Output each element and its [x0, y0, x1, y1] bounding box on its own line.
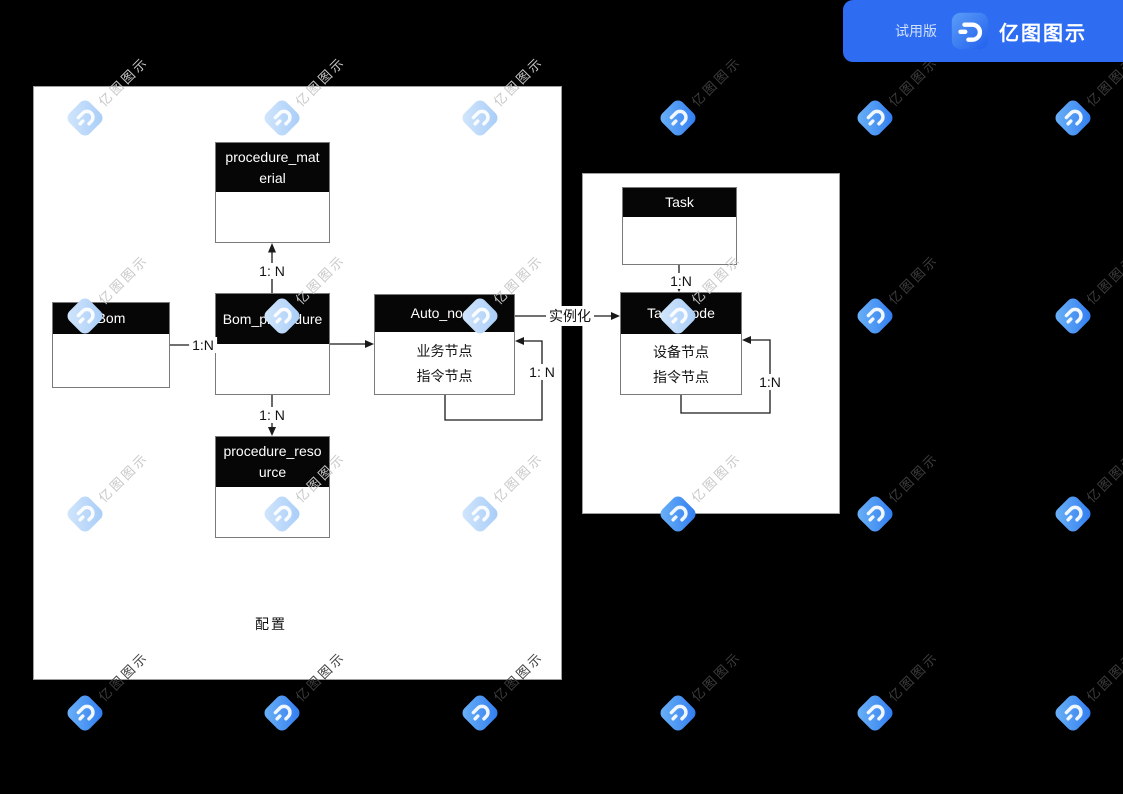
watermark-logo-icon — [1055, 100, 1091, 136]
entity-auto-node[interactable]: Auto_node 业务节点 指令节点 — [374, 294, 515, 395]
watermark-logo-icon — [1055, 496, 1091, 532]
watermark-text: 亿图图示 — [1083, 648, 1123, 705]
watermark: 亿图图示 — [1052, 245, 1123, 337]
attribute-line: 指令节点 — [416, 368, 473, 384]
watermark-logo-icon — [1055, 298, 1091, 334]
watermark-logo-icon — [857, 100, 893, 136]
entity-title: Bom_procedure — [216, 294, 329, 346]
attribute-line: 指令节点 — [653, 369, 709, 385]
entity-task-node[interactable]: Task_node 设备节点 指令节点 — [620, 292, 742, 395]
attribute-line: 业务节点 — [416, 343, 473, 359]
watermark-logo-icon — [462, 695, 498, 731]
watermark-text: 亿图图示 — [688, 53, 745, 110]
entity-attributes: 业务节点 指令节点 — [375, 334, 514, 394]
entity-attributes: 设备节点 指令节点 — [621, 336, 741, 394]
entity-title: Task_node — [621, 293, 741, 336]
watermark-logo-icon — [660, 100, 696, 136]
cardinality-label-resource: 1: N — [256, 407, 288, 423]
watermark-text: 亿图图示 — [1083, 449, 1123, 506]
watermark: 亿图图示 — [854, 245, 946, 337]
watermark-logo-icon — [67, 695, 103, 731]
watermark-text: 亿图图示 — [885, 251, 942, 308]
config-group-label: 配置 — [255, 616, 287, 632]
watermark: 亿图图示 — [854, 642, 946, 734]
watermark-logo-icon — [660, 695, 696, 731]
watermark: 亿图图示 — [1052, 642, 1123, 734]
entity-attributes — [216, 194, 329, 242]
instantiate-label: 实例化 — [546, 306, 594, 326]
watermark-logo-icon — [264, 695, 300, 731]
entity-procedure-resource[interactable]: procedure_resource — [215, 436, 330, 538]
entity-bom[interactable]: Bom — [52, 302, 170, 388]
watermark-text: 亿图图示 — [885, 449, 942, 506]
entity-title: procedure_material — [216, 143, 329, 194]
trial-banner[interactable]: 试用版 亿图图示 — [843, 0, 1123, 62]
watermark-logo-icon — [1055, 695, 1091, 731]
cardinality-label-material: 1: N — [256, 263, 288, 279]
watermark-logo-icon — [857, 496, 893, 532]
app-name: 亿图图示 — [999, 22, 1087, 45]
cardinality-label-bom: 1:N — [189, 337, 217, 353]
cardinality-label-auto-loop: 1: N — [526, 364, 558, 380]
entity-title: Auto_node — [375, 295, 514, 334]
attribute-line: 设备节点 — [653, 344, 709, 360]
edraw-logo-icon — [951, 12, 989, 50]
watermark-text: 亿图图示 — [688, 648, 745, 705]
watermark: 亿图图示 — [657, 642, 749, 734]
entity-attributes — [623, 219, 736, 264]
entity-attributes — [216, 489, 329, 537]
entity-procedure-material[interactable]: procedure_material — [215, 142, 330, 243]
watermark-text: 亿图图示 — [885, 648, 942, 705]
entity-title: procedure_resource — [216, 437, 329, 489]
cardinality-label-tasknode-loop: 1:N — [756, 374, 784, 390]
entity-bom-procedure[interactable]: Bom_procedure — [215, 293, 330, 395]
entity-task[interactable]: Task — [622, 187, 737, 265]
watermark: 亿图图示 — [1052, 443, 1123, 535]
watermark: 亿图图示 — [657, 47, 749, 139]
entity-attributes — [53, 336, 169, 387]
watermark-text: 亿图图示 — [1083, 251, 1123, 308]
cardinality-label-task: 1:N — [667, 273, 695, 289]
watermark-logo-icon — [857, 695, 893, 731]
entity-title: Bom — [53, 303, 169, 336]
entity-title: Task — [623, 188, 736, 219]
trial-version-label: 试用版 — [895, 23, 937, 39]
watermark-logo-icon — [857, 298, 893, 334]
watermark: 亿图图示 — [854, 443, 946, 535]
entity-attributes — [216, 346, 329, 394]
